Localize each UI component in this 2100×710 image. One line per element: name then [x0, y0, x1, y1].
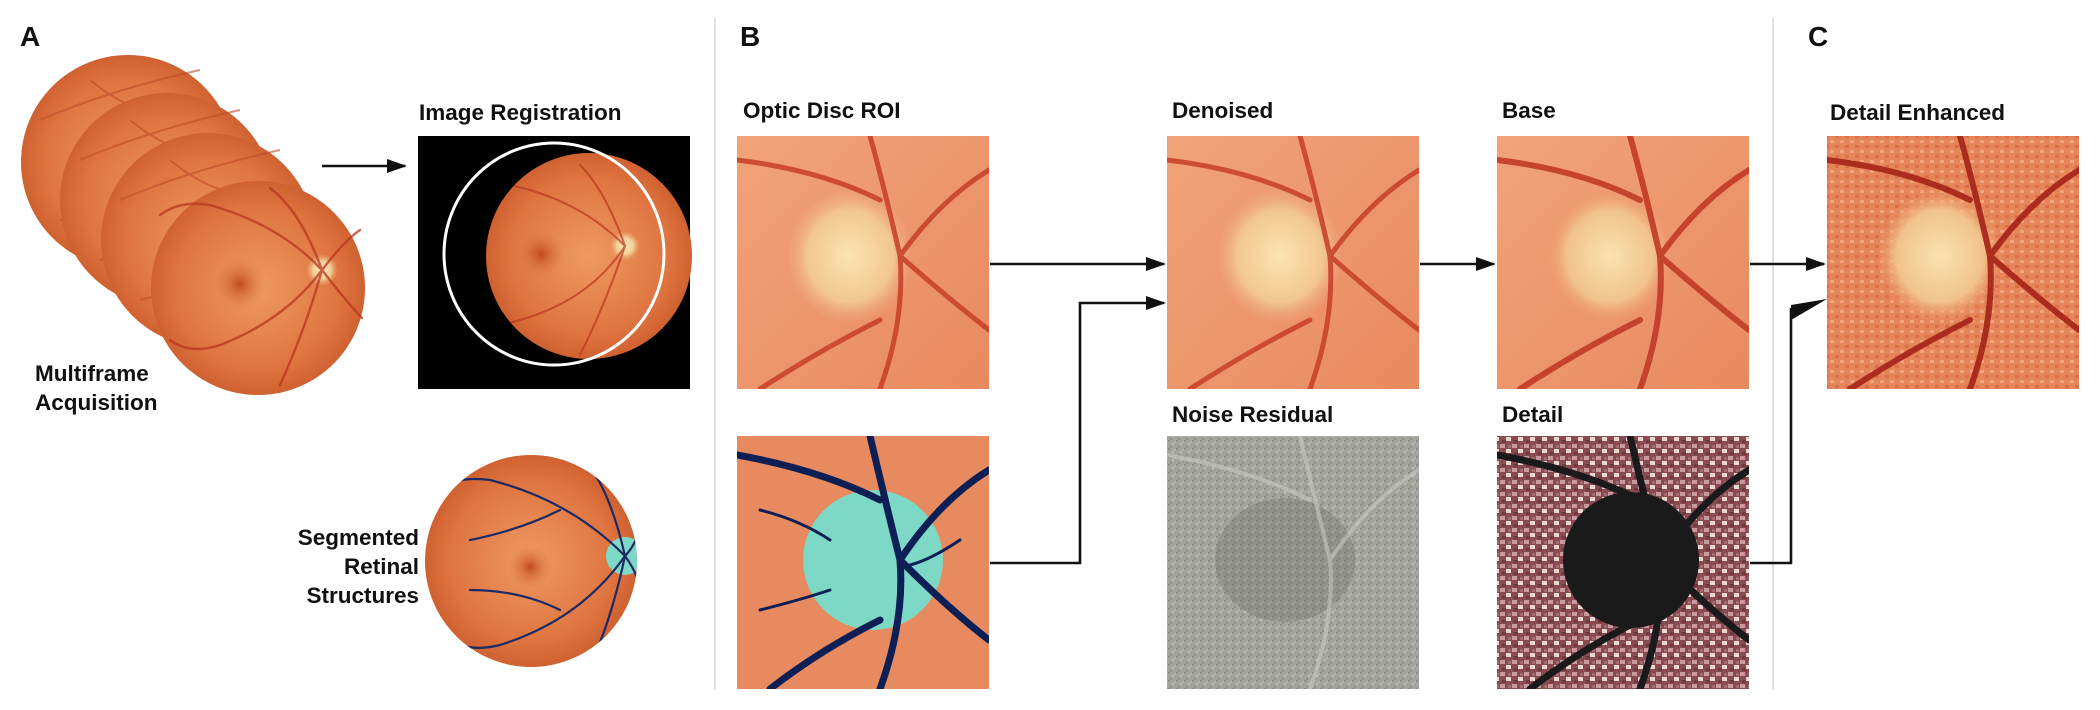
detail-enhanced-image — [1827, 136, 2079, 389]
multiframe-stack — [21, 55, 365, 395]
label-optic-disc-roi: Optic Disc ROI — [743, 98, 901, 123]
detail-image — [1497, 436, 1749, 689]
label-denoised: Denoised — [1172, 98, 1273, 123]
panel-letter-b: B — [740, 21, 760, 52]
label-base: Base — [1502, 98, 1556, 123]
label-detail-enhanced: Detail Enhanced — [1830, 100, 2005, 125]
registration-image — [418, 136, 692, 389]
segmented-roi-image — [737, 436, 989, 689]
base-image — [1497, 136, 1749, 389]
label-segmented-line2: Retinal — [344, 554, 419, 579]
segmented-roi-disc — [803, 490, 943, 630]
segmented-fundus-image — [425, 455, 637, 667]
label-multiframe-line2: Acquisition — [35, 390, 158, 415]
optic-disc-roi-image — [737, 136, 989, 389]
label-segmented-line3: Structures — [306, 583, 419, 608]
macula — [214, 258, 266, 310]
noise-residual-image — [1167, 436, 1419, 689]
arrow-detail-to-enhanced — [1750, 308, 1793, 565]
denoised-image — [1167, 136, 1419, 389]
detail-disc-mask — [1563, 492, 1699, 628]
label-detail: Detail — [1502, 402, 1563, 427]
panel-letter-c: C — [1808, 21, 1828, 52]
fundus-frame-4 — [151, 181, 365, 395]
arrow-segmentation-to-denoised — [990, 296, 1166, 565]
label-segmented-line1: Segmented — [298, 525, 419, 550]
label-multiframe-line1: Multiframe — [35, 361, 149, 386]
label-noise-residual: Noise Residual — [1172, 402, 1333, 427]
arrow-detail-tip — [1791, 299, 1827, 320]
label-image-registration: Image Registration — [419, 100, 622, 125]
panel-letter-a: A — [20, 21, 40, 52]
